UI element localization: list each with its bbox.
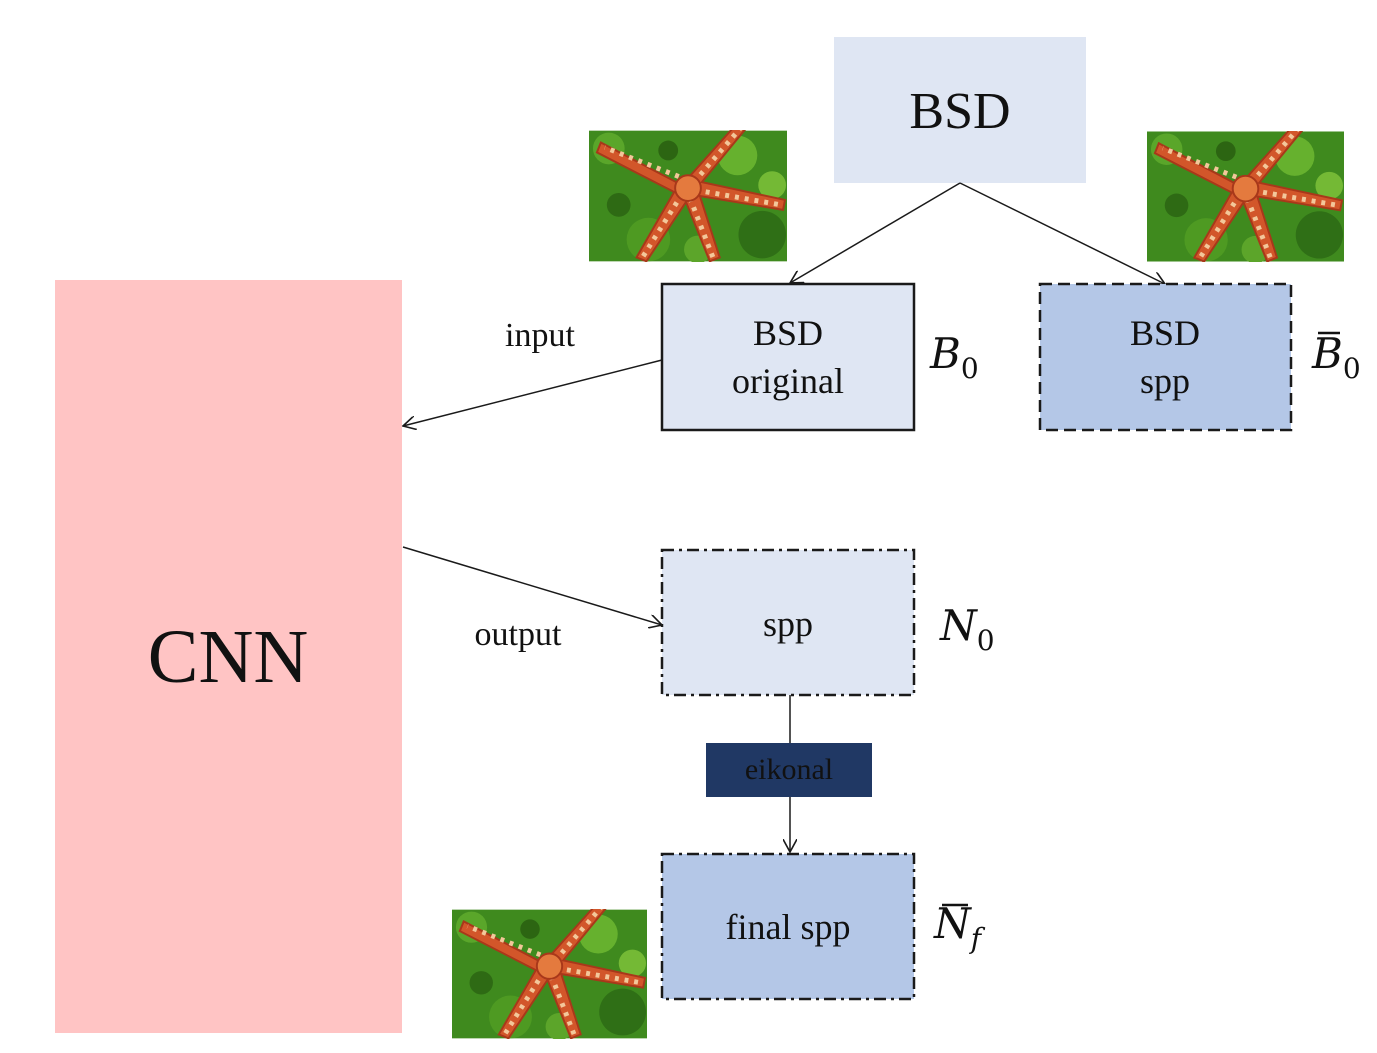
- symbol-b0-main: B: [929, 329, 961, 378]
- edge-output: [402, 546, 662, 625]
- edge-root-to-original: [790, 182, 961, 283]
- bsd-original-line1: BSD: [753, 313, 823, 353]
- symbol-bbar0: B0: [1311, 329, 1361, 385]
- spp-box: [660, 548, 916, 697]
- final-spp-box: [660, 852, 916, 1001]
- edge-input: [403, 359, 663, 426]
- eikonal-label: eikonal: [745, 753, 833, 786]
- bsd-spp-line2: spp: [1140, 361, 1190, 401]
- bsd-spp-line1: BSD: [1130, 313, 1200, 353]
- symbol-n0: N0: [939, 601, 995, 657]
- symbol-nbarf-main: N: [933, 899, 972, 948]
- cnn-label: CNN: [148, 615, 308, 699]
- starfish-original-thumbnail: [589, 121, 787, 264]
- symbol-nbarf: Nf: [933, 899, 986, 955]
- output-label: output: [475, 616, 562, 653]
- starfish-spp-thumbnail: [1147, 122, 1344, 264]
- eikonal-tag: [706, 743, 872, 797]
- symbol-bbar0-main: B: [1311, 329, 1343, 378]
- cnn-block: [55, 280, 402, 1033]
- bsd-root-label: BSD: [909, 83, 1010, 140]
- bsd-root-box: [834, 37, 1086, 183]
- symbol-b0-sub: 0: [961, 352, 979, 385]
- symbol-b0: B0: [929, 329, 979, 385]
- symbol-bbar0-sub: 0: [1343, 352, 1361, 385]
- bsd-spp-box: [1038, 282, 1293, 432]
- input-label: input: [505, 317, 575, 354]
- starfish-final-spp-thumbnail: [452, 900, 647, 1040]
- bsd-original-line2: original: [732, 361, 844, 401]
- spp-label: spp: [763, 604, 813, 644]
- final-spp-label: final spp: [726, 907, 851, 947]
- bsd-original-box: [660, 282, 916, 432]
- symbol-nbarf-sub: f: [969, 922, 986, 955]
- symbol-n0-sub: 0: [977, 624, 995, 657]
- symbol-n0-main: N: [939, 601, 978, 650]
- edge-root-to-spp: [959, 182, 1165, 284]
